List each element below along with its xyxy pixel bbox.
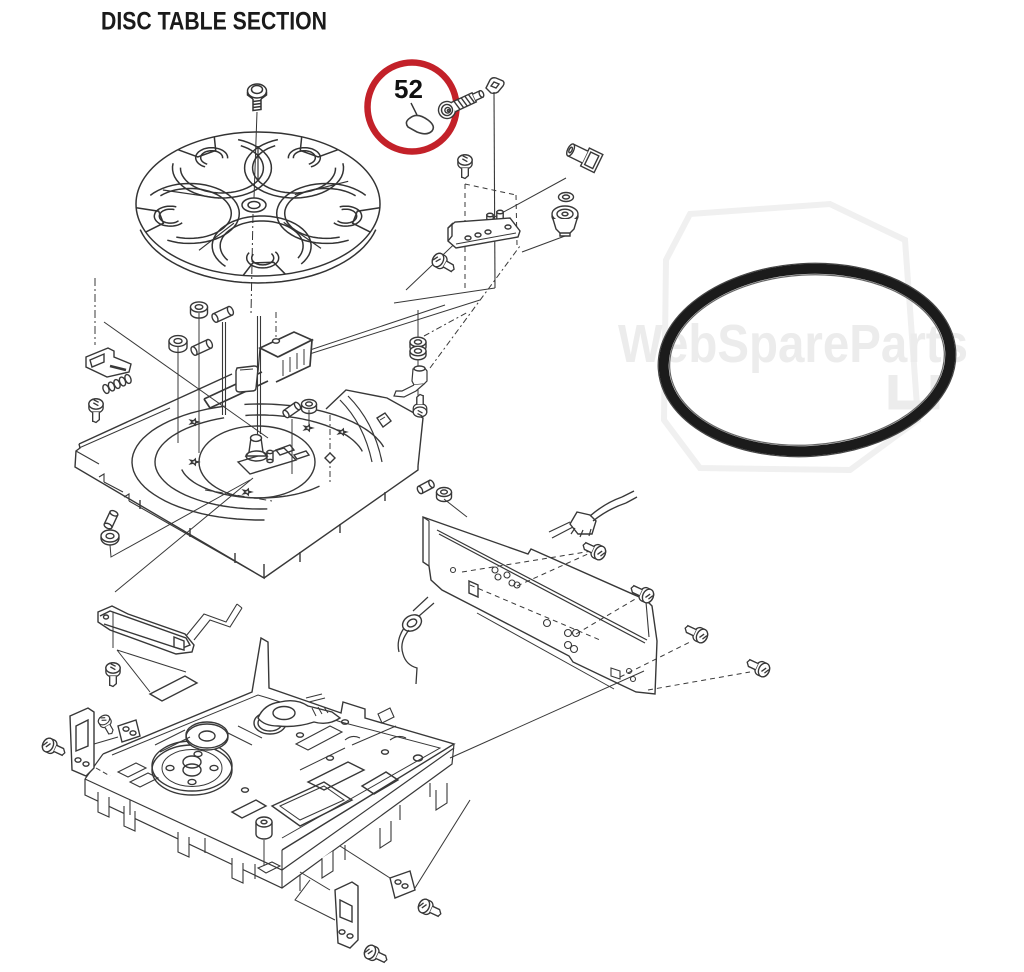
svg-text:52: 52 — [394, 74, 423, 104]
svg-text:DISC TABLE SECTION: DISC TABLE SECTION — [101, 8, 327, 36]
